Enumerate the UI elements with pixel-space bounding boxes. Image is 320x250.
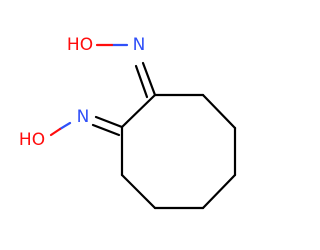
ring-bond-c6-c5 [201, 173, 237, 210]
cyclooctanedione-dioxime-structure: N HO N HO [19, 35, 237, 210]
upper-cn-bond-a [141, 61, 157, 97]
lower-nitrogen-label: N [77, 107, 90, 127]
lower-no-bond-o-half [49, 127, 62, 137]
atom-labels: N HO N HO [19, 35, 145, 150]
lower-oxime-double-bond [91, 115, 124, 137]
upper-hydroxyl-label: HO [67, 35, 93, 55]
upper-cn-bond-b [134, 64, 149, 99]
ring-bonds [120, 93, 237, 210]
lower-no-bond-n-half [58, 121, 72, 131]
upper-nitrogen-label: N [133, 35, 146, 55]
lower-hydroxyl-label: HO [19, 130, 45, 150]
ring-bond-c1-c2 [120, 93, 157, 129]
lower-cn-bond-b [91, 123, 121, 137]
ring-bond-c4-c3 [120, 173, 157, 210]
lower-no-bond [49, 121, 72, 137]
lower-cn-bond-a [94, 115, 124, 129]
ring-bond-c8-c7 [201, 93, 237, 130]
upper-oxime-double-bond [134, 61, 157, 99]
